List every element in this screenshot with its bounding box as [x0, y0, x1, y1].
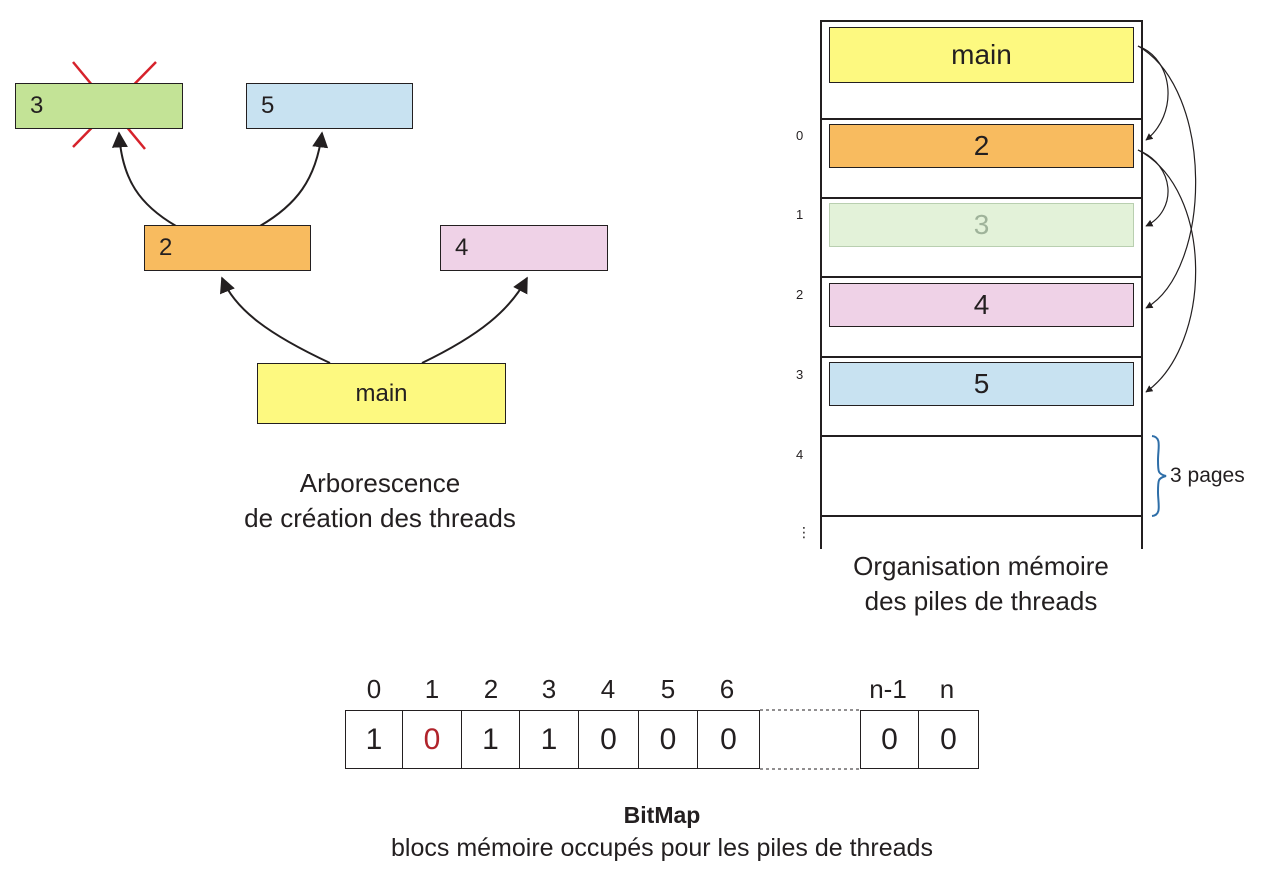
- bitmap-header: 4: [600, 674, 616, 704]
- stack-separator: [820, 118, 1143, 120]
- stack-block-3: 3: [829, 203, 1134, 247]
- bitmap-cell: 0: [403, 710, 462, 769]
- thread-node-3: 3: [15, 83, 183, 129]
- bitmap-header: 5: [660, 674, 676, 704]
- bitmap-cell: 0: [919, 710, 979, 769]
- tree-caption: Arborescence de création des threads: [180, 466, 580, 536]
- bitmap-cell-value: 0: [720, 722, 737, 756]
- thread-node-3-label: 3: [30, 92, 44, 119]
- stack-separator: [820, 435, 1143, 437]
- stack-separator: [820, 276, 1143, 278]
- bitmap-title: BitMap: [623, 802, 701, 828]
- arrow-main-to-2-stack: [1137, 45, 1169, 141]
- stack-separator: [820, 515, 1143, 517]
- stack-column: [820, 20, 1143, 549]
- arrow-2-to-3: [111, 131, 177, 227]
- stack-separator: [820, 356, 1143, 358]
- arrow-2-to-5-stack: [1137, 149, 1197, 393]
- bitmap-header: 1: [424, 674, 440, 704]
- tree-caption-line2: de création des threads: [244, 503, 516, 533]
- stack-block-3-label: 3: [973, 209, 990, 240]
- arrow-main-to-2: [220, 276, 331, 364]
- slot-index: 3: [796, 367, 804, 382]
- stack-block-2-label: 2: [973, 130, 990, 161]
- bitmap-header: 3: [541, 674, 557, 704]
- bitmap-subtitle: blocs mémoire occupés pour les piles de …: [391, 834, 933, 862]
- thread-node-4-label: 4: [455, 234, 469, 261]
- slot-index: 1: [796, 207, 804, 222]
- stack-block-4-label: 4: [973, 289, 990, 320]
- memory-caption-line2: des piles de threads: [864, 586, 1098, 616]
- bitmap-header: 0: [366, 674, 382, 704]
- arrow-main-to-4: [421, 276, 528, 364]
- stack-block-5-label: 5: [973, 368, 990, 399]
- arrow-2-to-5: [259, 131, 329, 227]
- brace-label: 3 pages: [1170, 464, 1245, 487]
- bitmap-cell-value: 0: [940, 722, 957, 756]
- thread-node-2: 2: [144, 225, 311, 271]
- memory-caption: Organisation mémoire des piles de thread…: [781, 549, 1181, 619]
- bitmap-cell-value: 0: [659, 722, 677, 756]
- bitmap-header: 2: [483, 674, 499, 704]
- stack-block-main: main: [829, 27, 1134, 83]
- bitmap-cell: 1: [462, 710, 520, 769]
- bitmap-header: n: [939, 674, 955, 704]
- bitmap-cell-value: 0: [600, 722, 617, 756]
- bitmap-cell: 0: [860, 710, 919, 769]
- thread-node-2-label: 2: [159, 234, 173, 261]
- thread-node-5-label: 5: [261, 92, 275, 119]
- thread-node-main-label: main: [355, 379, 408, 407]
- stack-separator: [820, 20, 1143, 22]
- tree-caption-line1: Arborescence: [299, 468, 461, 498]
- thread-node-main: main: [257, 363, 506, 424]
- stack-block-4: 4: [829, 283, 1134, 327]
- slot-index: 0: [796, 128, 804, 143]
- stack-block-2: 2: [829, 124, 1134, 168]
- bitmap-cell-value: 0: [423, 722, 441, 756]
- bitmap-cell: 0: [639, 710, 698, 769]
- slot-ellipsis: ⋮: [797, 524, 811, 540]
- bitmap-cell: 1: [520, 710, 579, 769]
- stack-block-main-label: main: [951, 39, 1012, 70]
- slot-index: 4: [796, 447, 804, 462]
- stack-separator: [820, 197, 1143, 199]
- thread-node-4: 4: [440, 225, 608, 271]
- arrow-main-to-4-stack: [1137, 45, 1197, 309]
- thread-node-5: 5: [246, 83, 413, 129]
- bitmap-cell: 0: [698, 710, 760, 769]
- bitmap-header: 6: [719, 674, 735, 704]
- bitmap-cell-value: 0: [881, 722, 898, 756]
- bitmap-header: n-1: [869, 674, 907, 704]
- bitmap-cell-value: 1: [482, 722, 499, 756]
- slot-index: 2: [796, 287, 804, 302]
- bitmap-cell-value: 1: [365, 722, 383, 756]
- memory-caption-line1: Organisation mémoire: [853, 551, 1109, 581]
- bitmap-cell: 1: [345, 710, 403, 769]
- bitmap-cell-value: 1: [540, 722, 558, 756]
- stack-block-5: 5: [829, 362, 1134, 406]
- brace: [1151, 435, 1167, 517]
- bitmap-cell: 0: [579, 710, 639, 769]
